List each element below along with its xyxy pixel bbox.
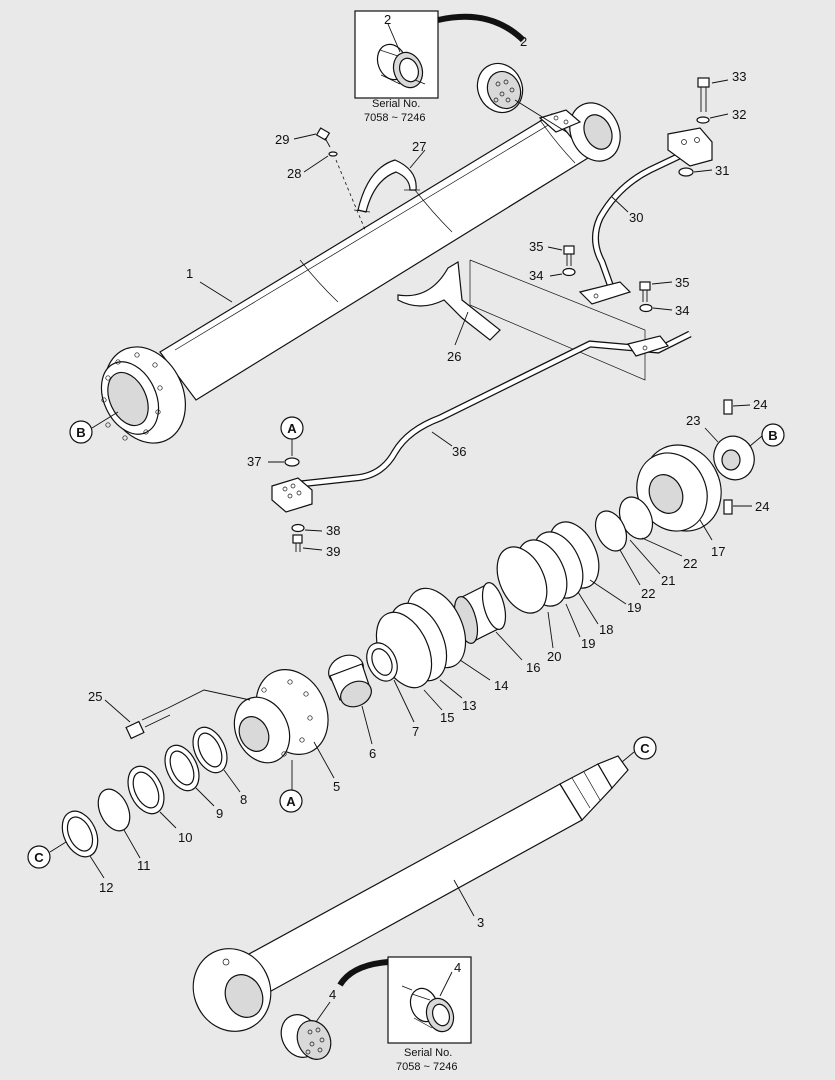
callout-3: 3 bbox=[477, 915, 484, 930]
callout-29: 29 bbox=[275, 132, 289, 147]
inset-top-serial-range: 7058 ~ 7246 bbox=[364, 112, 425, 124]
callout-27: 27 bbox=[412, 139, 426, 154]
callout-35a: 35 bbox=[529, 239, 543, 254]
callout-4: 4 bbox=[329, 987, 336, 1002]
callout-19b: 19 bbox=[581, 636, 595, 651]
ref-circle-C-left: C bbox=[27, 841, 67, 869]
callout-28: 28 bbox=[287, 166, 301, 181]
rod-cover-5 bbox=[233, 669, 335, 779]
rings-13-15 bbox=[375, 587, 491, 711]
rings-18-20 bbox=[496, 521, 627, 649]
rings-21-22 bbox=[594, 496, 683, 586]
callout-37: 37 bbox=[247, 454, 261, 469]
seals-8-12 bbox=[61, 726, 241, 879]
callout-36: 36 bbox=[452, 444, 466, 459]
inset-bottom-serial-label: Serial No. bbox=[404, 1047, 452, 1059]
callout-35b: 35 bbox=[675, 275, 689, 290]
bushing-4 bbox=[280, 1001, 332, 1060]
ring-7 bbox=[366, 642, 415, 723]
callout-10: 10 bbox=[178, 830, 192, 845]
oring-37-bolt-39 bbox=[268, 438, 323, 552]
callout-25: 25 bbox=[88, 689, 102, 704]
piston-rod-3 bbox=[192, 755, 629, 1032]
piston-17 bbox=[636, 444, 722, 541]
pipe-36 bbox=[271, 330, 692, 513]
bracket-26 bbox=[397, 259, 646, 381]
callout-24a: 24 bbox=[753, 397, 767, 412]
callout-12: 12 bbox=[99, 880, 113, 895]
callout-8: 8 bbox=[240, 792, 247, 807]
callout-9: 9 bbox=[216, 806, 223, 821]
svg-text:B: B bbox=[76, 425, 85, 440]
ref-circle-A-bottom: A bbox=[279, 760, 303, 813]
callout-5: 5 bbox=[333, 779, 340, 794]
callout-11: 11 bbox=[137, 858, 151, 873]
ref-circle-C-right: C bbox=[621, 736, 657, 763]
callout-22b: 22 bbox=[641, 586, 655, 601]
bolt-33 bbox=[678, 77, 729, 177]
cylinder-tube bbox=[100, 102, 621, 444]
callout-14: 14 bbox=[494, 678, 508, 693]
callout-21: 21 bbox=[661, 573, 675, 588]
pipe-30 bbox=[578, 127, 713, 305]
bolt-29 bbox=[293, 127, 367, 233]
bolt-25 bbox=[104, 689, 251, 740]
callout-2: 2 bbox=[520, 34, 527, 49]
callout-33: 33 bbox=[732, 69, 746, 84]
inset-bottom-serial-range: 7058 ~ 7246 bbox=[396, 1061, 457, 1073]
callout-32: 32 bbox=[732, 107, 746, 122]
ref-circle-A-top: A bbox=[280, 416, 304, 440]
bolt-35-a bbox=[547, 245, 576, 277]
ring-16 bbox=[453, 582, 523, 661]
set-screw-24 bbox=[723, 399, 752, 515]
bolt-35-b bbox=[639, 281, 673, 313]
callout-7: 7 bbox=[412, 724, 419, 739]
ref-circle-B-right: B bbox=[749, 423, 785, 447]
callout-19a: 19 bbox=[627, 600, 641, 615]
callout-1: 1 bbox=[186, 266, 193, 281]
ref-circle-B-top: B bbox=[69, 411, 119, 444]
inset-top-serial-label: Serial No. bbox=[372, 98, 420, 110]
bottom-serial-inset: 4 Serial No. 7058 ~ 7246 bbox=[337, 956, 472, 1073]
callout-38: 38 bbox=[326, 523, 340, 538]
svg-text:A: A bbox=[286, 794, 296, 809]
bushing-2 bbox=[476, 62, 569, 134]
bushing-6 bbox=[328, 654, 373, 745]
callout-34b: 34 bbox=[675, 303, 689, 318]
callout-15: 15 bbox=[440, 710, 454, 725]
callout-39: 39 bbox=[326, 544, 340, 559]
svg-text:C: C bbox=[34, 850, 44, 865]
callout-23: 23 bbox=[686, 413, 700, 428]
svg-text:C: C bbox=[640, 741, 650, 756]
callout-31: 31 bbox=[715, 163, 729, 178]
callout-17: 17 bbox=[711, 544, 725, 559]
svg-text:B: B bbox=[768, 428, 777, 443]
callout-22a: 22 bbox=[683, 556, 697, 571]
svg-text:A: A bbox=[287, 421, 297, 436]
callout-16: 16 bbox=[526, 660, 540, 675]
top-serial-inset: 2 Serial No. 7058 ~ 7246 bbox=[354, 10, 526, 124]
callout-20: 20 bbox=[547, 649, 561, 664]
callout-26: 26 bbox=[447, 349, 461, 364]
callout-18: 18 bbox=[599, 622, 613, 637]
callout-34a: 34 bbox=[529, 268, 543, 283]
callout-13: 13 bbox=[462, 698, 476, 713]
callout-2-inset: 2 bbox=[384, 12, 391, 27]
callout-6: 6 bbox=[369, 746, 376, 761]
callout-24b: 24 bbox=[755, 499, 769, 514]
callout-30: 30 bbox=[629, 210, 643, 225]
nut-23 bbox=[704, 427, 755, 481]
callout-4-inset: 4 bbox=[454, 960, 461, 975]
